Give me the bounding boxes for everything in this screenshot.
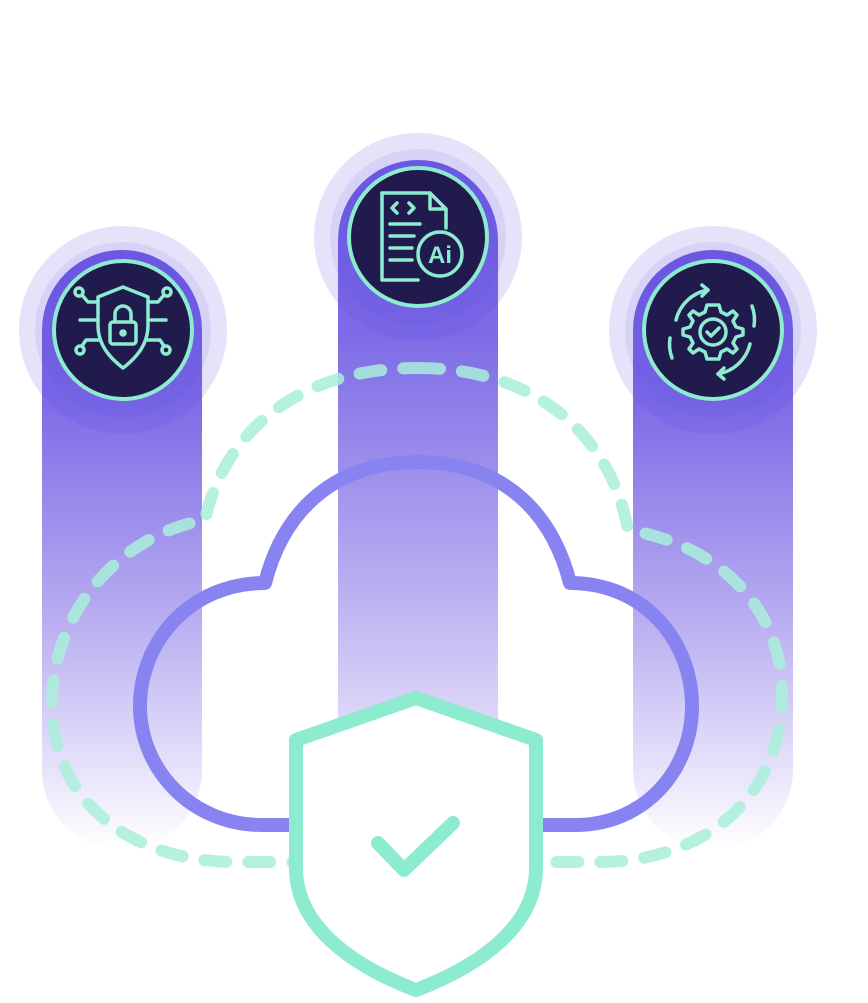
automation-badge: [642, 259, 784, 401]
column-left: [42, 250, 202, 850]
gear-refresh-check-icon: [667, 283, 757, 381]
ai-document-badge: Ai: [347, 166, 489, 308]
column-center: [338, 160, 498, 850]
check-mark: [371, 816, 460, 877]
column-right: [633, 250, 793, 850]
cloud-icon: [133, 455, 699, 832]
security-shield-lock-icon: [73, 285, 173, 370]
dashed-ring: [45, 361, 789, 868]
ai-badge-text: Ai: [428, 242, 452, 269]
shield-check-icon: [289, 691, 543, 997]
security-badge: [52, 259, 194, 401]
ai-document-icon: [380, 191, 464, 282]
